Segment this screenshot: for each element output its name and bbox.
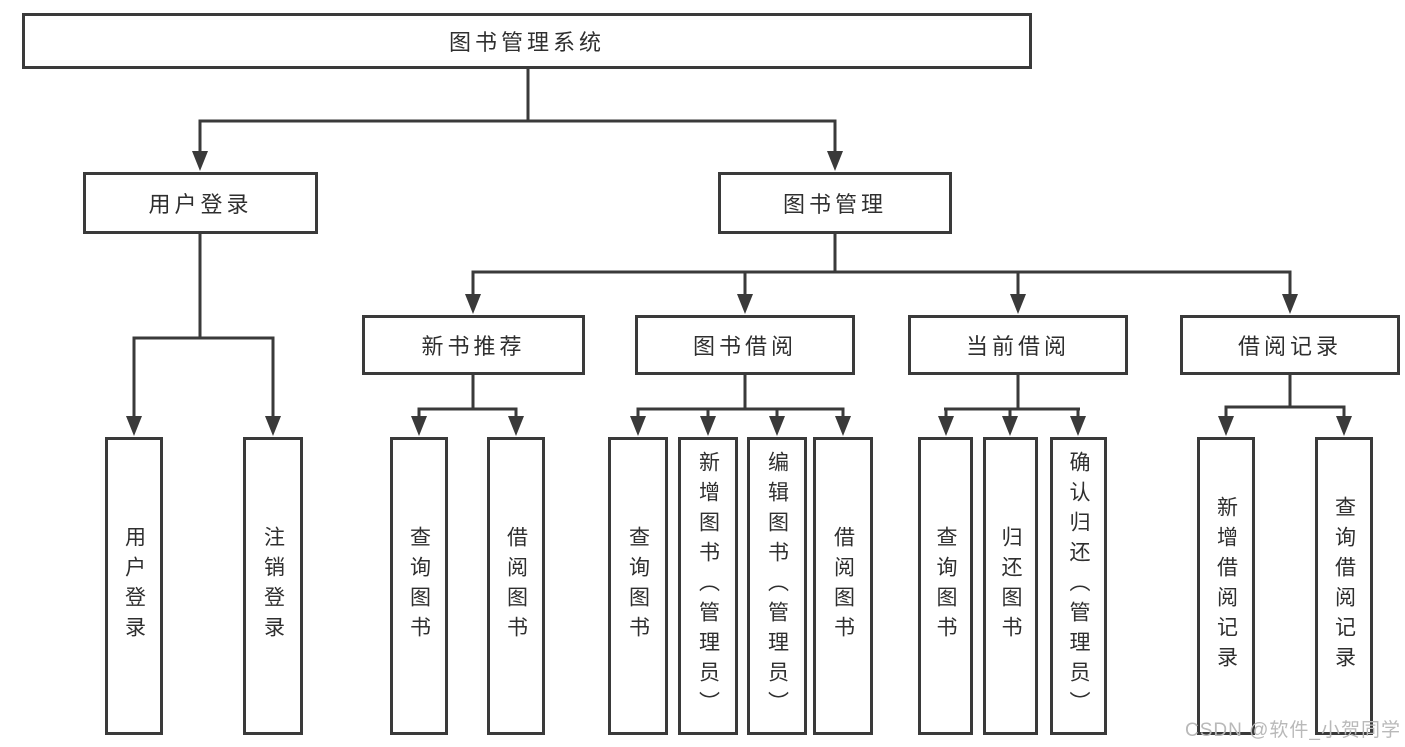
node-user-login: 用户登录 <box>83 172 318 234</box>
leaf-borrow-books-recommend: 借阅图书 <box>487 437 545 735</box>
connector-borrow-records-branch <box>1218 375 1352 436</box>
node-borrow-records: 借阅记录 <box>1180 315 1400 375</box>
leaf-query-books-current: 查询图书 <box>918 437 973 735</box>
leaf-add-book-admin-label: 新增图书（管理员） <box>696 451 720 721</box>
leaf-logout: 注销登录 <box>243 437 303 735</box>
leaf-query-borrow-record: 查询借阅记录 <box>1315 437 1373 735</box>
connector-current-borrow-branch <box>938 375 1086 436</box>
leaf-query-books-recommend-label: 查询图书 <box>407 526 431 646</box>
connector-book-borrow-branch <box>630 375 851 436</box>
node-current-borrow: 当前借阅 <box>908 315 1128 375</box>
connector-new-book-recommend-branch <box>411 375 524 436</box>
leaf-return-books-label: 归还图书 <box>999 526 1022 646</box>
leaf-user-login-label: 用户登录 <box>122 526 146 646</box>
leaf-borrow-books-recommend-label: 借阅图书 <box>504 526 528 646</box>
leaf-confirm-return-admin-label: 确认归还（管理员） <box>1067 451 1090 721</box>
leaf-query-books-recommend: 查询图书 <box>390 437 448 735</box>
node-library-management-system: 图书管理系统 <box>22 13 1032 69</box>
leaf-edit-book-admin-label: 编辑图书（管理员） <box>765 451 789 721</box>
node-new-book-recommend: 新书推荐 <box>362 315 585 375</box>
node-book-borrow: 图书借阅 <box>635 315 855 375</box>
leaf-edit-book-admin: 编辑图书（管理员） <box>747 437 807 735</box>
connector-root-to-level2 <box>192 69 843 171</box>
leaf-query-books-current-label: 查询图书 <box>934 526 957 646</box>
leaf-borrow-books-label: 借阅图书 <box>831 526 855 646</box>
csdn-watermark: CSDN @软件_小贺同学 <box>1185 720 1401 741</box>
leaf-return-books: 归还图书 <box>983 437 1038 735</box>
leaf-query-borrow-record-label: 查询借阅记录 <box>1332 496 1356 676</box>
leaf-logout-label: 注销登录 <box>261 526 285 646</box>
connector-user-login-branch <box>126 234 281 436</box>
leaf-query-books-borrow: 查询图书 <box>608 437 668 735</box>
leaf-add-borrow-record: 新增借阅记录 <box>1197 437 1255 735</box>
leaf-borrow-books: 借阅图书 <box>813 437 873 735</box>
connector-book-management-branch <box>465 234 1298 314</box>
node-book-management: 图书管理 <box>718 172 952 234</box>
leaf-add-book-admin: 新增图书（管理员） <box>678 437 738 735</box>
leaf-query-books-borrow-label: 查询图书 <box>626 526 650 646</box>
leaf-confirm-return-admin: 确认归还（管理员） <box>1050 437 1107 735</box>
leaf-add-borrow-record-label: 新增借阅记录 <box>1214 496 1238 676</box>
leaf-user-login: 用户登录 <box>105 437 163 735</box>
